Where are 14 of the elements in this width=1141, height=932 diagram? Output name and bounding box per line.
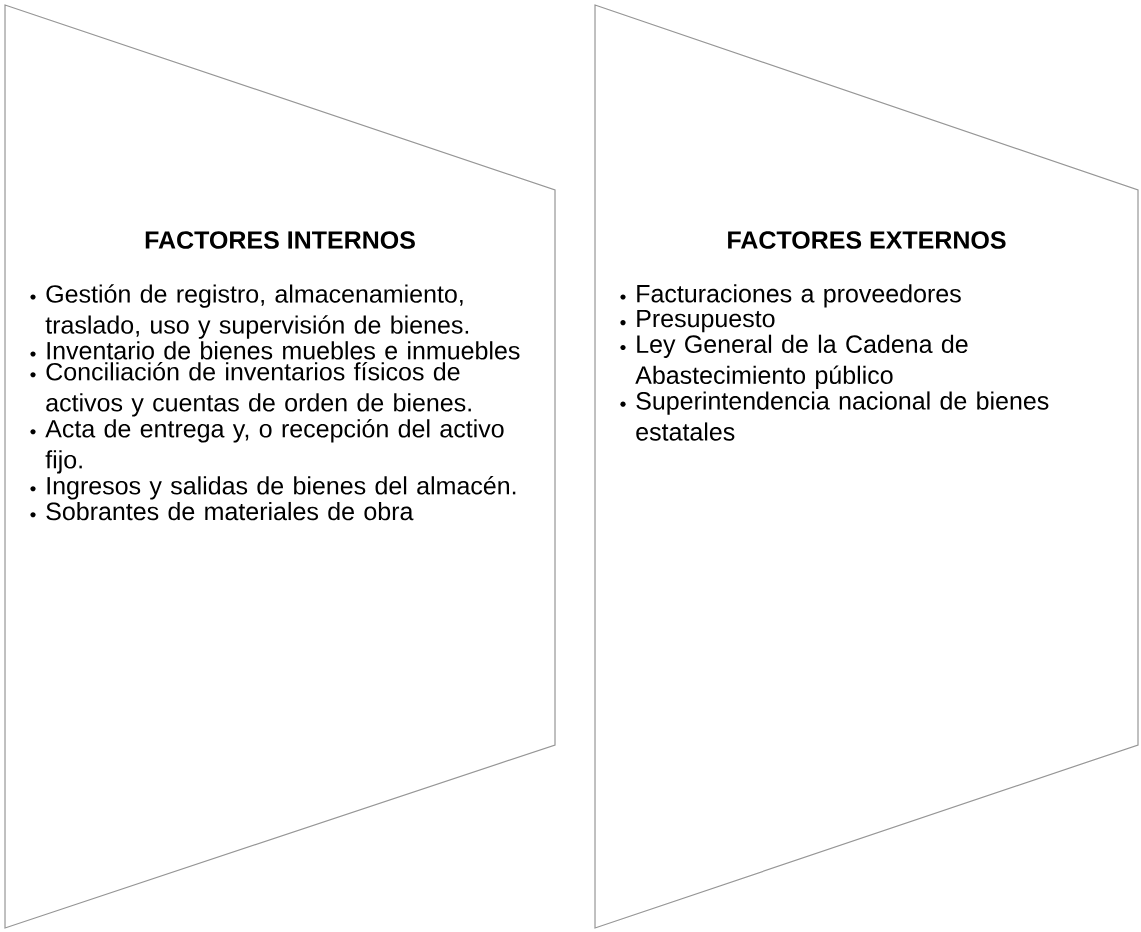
- list-item: Ingresos y salidas de bienes del almacén.: [47, 475, 516, 500]
- panel-heading: FACTORES INTERNOS: [145, 231, 415, 249]
- list-item: Gestión de registro, almacenamiento, traslado, uso y supervisión de bienes.: [45, 284, 469, 339]
- list-item: Facturaciones a proveedores: [637, 284, 961, 308]
- list-item: Acta de entrega y, o recepción del activo fijo.: [45, 418, 504, 474]
- list-item: Ley General de la Cadena de Abastecimiento público: [635, 334, 968, 389]
- list-item: Presupuesto: [637, 309, 775, 333]
- list-item: Conciliación de inventarios físicos de activos y cuentas de orden de bienes.: [46, 361, 471, 417]
- panel-shape: [594, 4, 1139, 929]
- list-item: Superintendencia nacional de bienes estatales: [636, 391, 1049, 441]
- panel-shape: [4, 4, 556, 929]
- list-item: Sobrantes de materiales de obra: [46, 501, 414, 521]
- list-item: Inventario de bienes muebles e inmuebles: [47, 341, 520, 360]
- panel-heading: FACTORES EXTERNOS: [728, 231, 1006, 249]
